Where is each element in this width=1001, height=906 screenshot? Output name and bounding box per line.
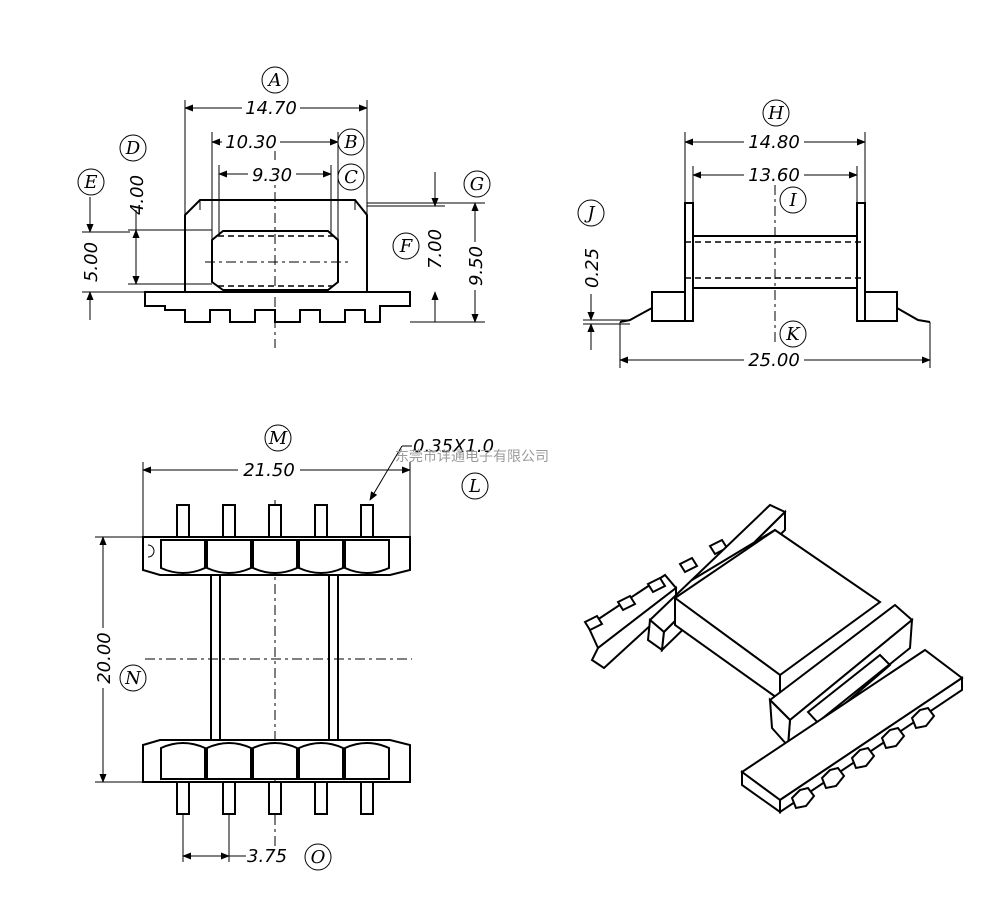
iso-pin — [910, 706, 936, 730]
top-pin-lower — [176, 781, 190, 815]
svg-text:K: K — [785, 324, 801, 345]
dim-f-value: 7.00 — [425, 229, 446, 269]
dim-k-value: 25.00 — [748, 350, 800, 371]
svg-text:O: O — [311, 847, 326, 868]
dim-n-value: 20.00 — [94, 632, 115, 684]
svg-text:L: L — [468, 476, 481, 497]
dim-c-value: 9.30 — [252, 165, 292, 186]
iso-pin — [850, 746, 876, 770]
dim-d-value: 4.00 — [127, 175, 148, 215]
top-pin-upper — [176, 504, 190, 538]
balloon-e: E — [77, 168, 105, 196]
balloon-l: L — [461, 472, 489, 500]
dim-o-value: 3.75 — [247, 846, 287, 867]
balloon-h: H — [762, 99, 790, 127]
dim-j-value: 0.25 — [582, 248, 603, 288]
svg-text:E: E — [83, 172, 97, 193]
balloon-b: B — [337, 128, 365, 156]
balloon-g: G — [463, 170, 491, 198]
top-pins — [160, 504, 390, 815]
side-view: 14.80 13.60 0.25 25.00 H I J K — [577, 99, 931, 371]
svg-text:I: I — [788, 190, 797, 211]
top-pad-upper — [206, 539, 252, 574]
front-view: 14.70 10.30 9.30 4.00 5.00 7.00 — [77, 66, 491, 348]
front-base — [144, 291, 411, 323]
dim-e-value: 5.00 — [81, 242, 102, 282]
dim-g-value: 9.50 — [466, 246, 487, 286]
dim-l-value: 0.35X1.0 — [413, 436, 494, 457]
balloon-c: C — [337, 163, 365, 191]
top-pin-upper — [314, 504, 328, 538]
side-flange-right — [856, 202, 866, 322]
svg-text:F: F — [399, 236, 414, 257]
balloon-j: J — [577, 199, 605, 227]
svg-text:J: J — [583, 203, 596, 224]
svg-text:G: G — [470, 174, 484, 195]
svg-text:C: C — [344, 167, 358, 188]
balloon-n: N — [119, 664, 147, 692]
top-pin-lower — [360, 781, 374, 815]
svg-text:H: H — [767, 103, 784, 124]
dim-a-value: 14.70 — [245, 98, 297, 119]
balloon-i: I — [779, 186, 807, 214]
iso-pin — [790, 786, 816, 810]
top-pad-lower — [344, 742, 390, 780]
top-pad-upper — [252, 539, 298, 574]
balloon-a: A — [261, 66, 289, 94]
top-pin-lower — [222, 781, 236, 815]
top-view: 21.50 0.35X1.0 20.00 3.75 M L N O — [94, 424, 494, 871]
top-pad-upper — [298, 539, 344, 574]
top-pin-upper — [268, 504, 282, 538]
svg-text:A: A — [267, 70, 282, 91]
side-flange-left — [684, 202, 694, 322]
top-pin-upper — [360, 504, 374, 538]
top-pin-lower — [268, 781, 282, 815]
top-pad-lower — [206, 742, 252, 780]
dim-h-value: 14.80 — [748, 132, 800, 153]
iso-pins — [790, 706, 936, 810]
dim-b-value: 10.30 — [225, 132, 277, 153]
svg-text:B: B — [343, 132, 357, 153]
top-pad-lower — [160, 742, 206, 780]
dim-i-value: 13.60 — [748, 165, 800, 186]
watermark: 东莞市详通电子有限公司 — [395, 448, 549, 465]
balloon-k: K — [779, 320, 807, 348]
svg-text:N: N — [124, 668, 142, 689]
balloon-d: D — [119, 134, 147, 162]
isometric-view — [583, 503, 964, 814]
balloon-o: O — [304, 843, 332, 871]
svg-text:M: M — [268, 428, 288, 449]
top-pad-upper — [344, 539, 390, 574]
dim-m-value: 21.50 — [243, 460, 295, 481]
svg-text:D: D — [125, 138, 141, 159]
balloon-f: F — [392, 232, 420, 260]
iso-pin — [820, 766, 846, 790]
balloon-m: M — [264, 424, 292, 452]
top-pad-lower — [298, 742, 344, 780]
top-pin-lower — [314, 781, 328, 815]
iso-pin — [880, 726, 906, 750]
top-pin-upper — [222, 504, 236, 538]
front-flange — [184, 199, 368, 292]
top-pad-upper — [160, 539, 206, 574]
top-pad-lower — [252, 742, 298, 780]
